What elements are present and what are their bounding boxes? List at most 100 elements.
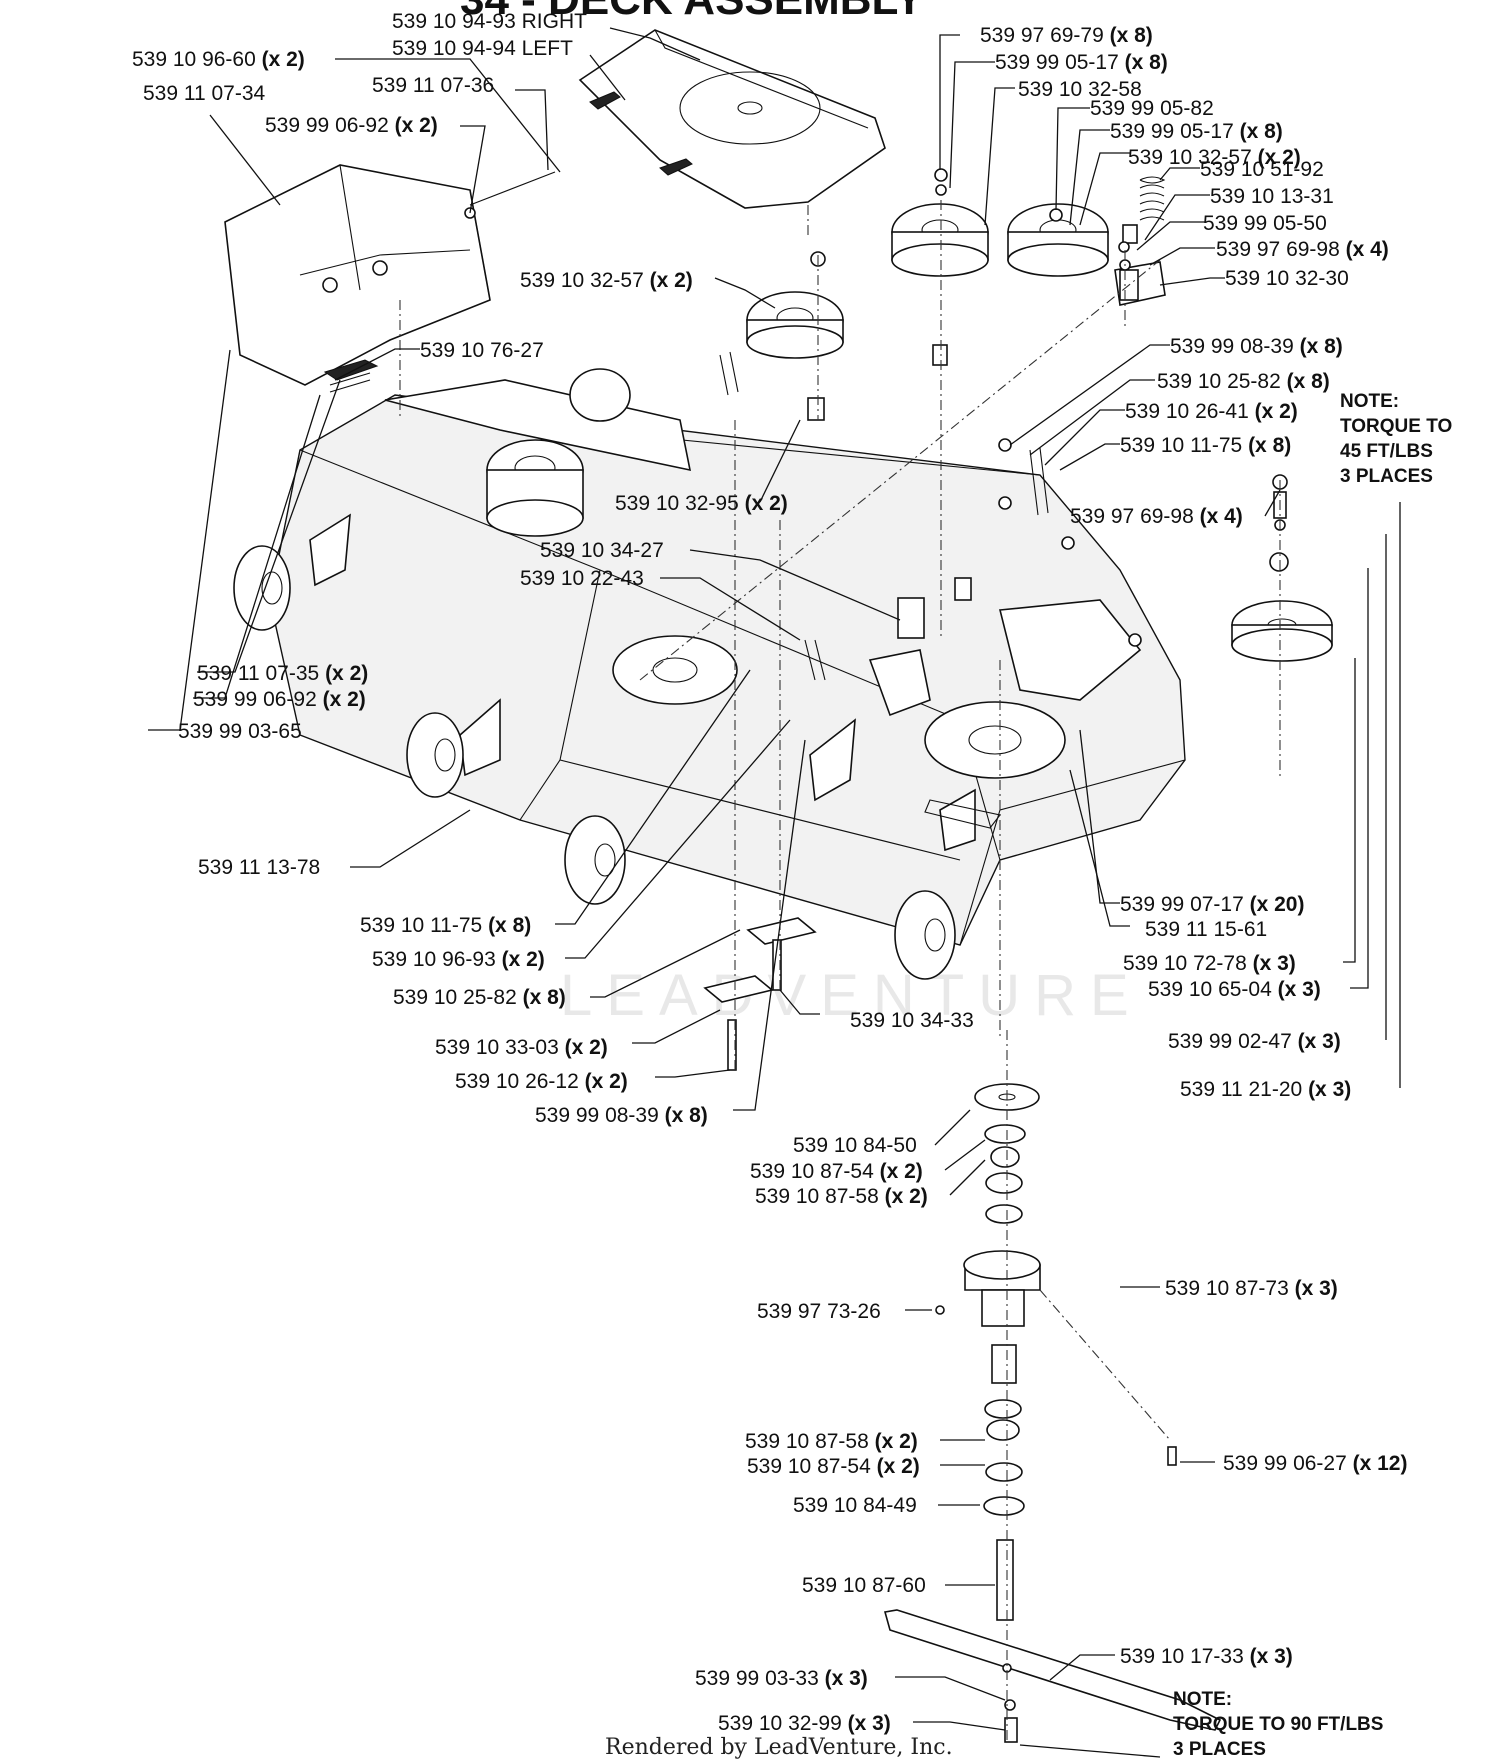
part-number: 539 10 25-82	[1157, 370, 1287, 393]
part-callout: 539 11 07-35 (x 2)	[197, 662, 368, 685]
part-number: 539 99 08-39	[535, 1104, 665, 1127]
part-quantity: (x 2)	[745, 492, 788, 515]
part-callout: 539 11 07-36	[372, 74, 494, 97]
part-quantity: (x 3)	[1253, 952, 1296, 975]
part-number: 539 10 13-31	[1210, 185, 1334, 208]
part-number: 539 10 22-43	[520, 567, 644, 590]
part-callout: 539 10 25-82 (x 8)	[1157, 370, 1330, 393]
leader-lines	[148, 27, 1401, 1758]
part-quantity: (x 2)	[565, 1036, 608, 1059]
part-quantity: (x 2)	[880, 1160, 923, 1183]
part-number: 539 10 87-58	[755, 1185, 885, 1208]
part-number: 539 97 73-26	[757, 1300, 881, 1323]
note-2-line-2: TORQUE TO 90 FT/LBS	[1173, 1714, 1383, 1735]
part-number: 539 10 32-99	[718, 1712, 848, 1735]
part-number: 539 99 03-33	[695, 1667, 825, 1690]
note-torque-90: NOTE: TORQUE TO 90 FT/LBS 3 PLACES	[1173, 1689, 1383, 1760]
artwork	[224, 29, 1333, 1743]
part-callout: 539 10 32-58	[1018, 78, 1142, 101]
part-number: 539 10 11-75	[1120, 434, 1248, 457]
note-1-line-4: 3 PLACES	[1340, 466, 1433, 487]
part-callout: 539 10 33-03 (x 2)	[435, 1036, 608, 1059]
part-number: 539 10 87-60	[802, 1574, 926, 1597]
part-callout: 539 10 96-93 (x 2)	[372, 948, 545, 971]
part-number: 539 10 84-49	[793, 1494, 917, 1517]
part-number: 539 10 87-58	[745, 1430, 875, 1453]
spindle-stack	[935, 1083, 1177, 1621]
part-callout: 539 10 22-43	[520, 567, 644, 590]
part-number: 539 10 94-94 LEFT	[392, 37, 573, 60]
part-callout: 539 97 73-26	[757, 1300, 881, 1323]
part-callout: 539 10 94-93 RIGHT	[392, 10, 587, 33]
part-quantity: (x 3)	[1278, 978, 1321, 1001]
part-callout: 539 99 08-39 (x 8)	[1170, 335, 1343, 358]
part-quantity: (x 3)	[825, 1667, 868, 1690]
part-number: 539 11 21-20	[1180, 1078, 1308, 1101]
part-callout: 539 10 32-57 (x 2)	[520, 269, 693, 292]
spindle-hardware	[807, 168, 1289, 639]
note-1-line-2: TORQUE TO	[1340, 416, 1452, 437]
part-number: 539 99 08-39	[1170, 335, 1300, 358]
part-callout: 539 10 87-60	[802, 1574, 926, 1597]
part-quantity: (x 8)	[1300, 335, 1343, 358]
part-quantity: (x 8)	[1240, 120, 1283, 143]
discharge-chute	[224, 164, 556, 386]
part-number: 539 10 96-93	[372, 948, 502, 971]
footer-credit: Rendered by LeadVenture, Inc.	[605, 1735, 953, 1759]
part-number: 539 99 05-50	[1203, 212, 1327, 235]
part-callout: 539 10 87-54 (x 2)	[750, 1160, 923, 1183]
part-number: 539 10 76-27	[420, 339, 544, 362]
note-1-line-1: NOTE:	[1340, 391, 1399, 412]
part-callout: 539 99 02-47 (x 3)	[1168, 1030, 1341, 1053]
part-number: 539 10 72-78	[1123, 952, 1253, 975]
part-callout: 539 10 26-12 (x 2)	[455, 1070, 628, 1093]
part-callout: 539 10 32-30	[1225, 267, 1349, 290]
part-callout: 539 99 05-17 (x 8)	[1110, 120, 1283, 143]
part-callout: 539 10 34-27	[540, 539, 664, 562]
part-number: 539 99 05-17	[995, 51, 1125, 74]
part-quantity: (x 2)	[1258, 146, 1301, 169]
part-callout: 539 10 32-99 (x 3)	[718, 1712, 891, 1735]
part-quantity: (x 3)	[1295, 1277, 1338, 1300]
part-number: 539 10 32-57	[520, 269, 650, 292]
part-number: 539 99 06-92	[265, 114, 395, 137]
part-quantity: (x 8)	[1287, 370, 1330, 393]
part-number: 539 99 03-65	[178, 720, 302, 743]
part-number: 539 10 26-12	[455, 1070, 585, 1093]
part-quantity: (x 3)	[1298, 1030, 1341, 1053]
part-callout: 539 11 21-20 (x 3)	[1180, 1078, 1351, 1101]
part-number: 539 97 69-79	[980, 24, 1110, 47]
part-quantity: (x 3)	[1250, 1645, 1293, 1668]
part-callout: 539 99 06-27 (x 12)	[1223, 1452, 1407, 1475]
part-callout: 539 10 84-49	[793, 1494, 917, 1517]
part-number: 539 10 32-58	[1018, 78, 1142, 101]
part-callout: 539 10 32-57 (x 2)	[1128, 146, 1301, 169]
part-callout: 539 10 34-33	[850, 1009, 974, 1032]
part-quantity: (x 2)	[650, 269, 693, 292]
part-number: 539 10 32-95	[615, 492, 745, 515]
part-quantity: (x 8)	[665, 1104, 708, 1127]
part-quantity: (x 2)	[877, 1455, 920, 1478]
part-callout: 539 10 13-31	[1210, 185, 1334, 208]
part-callout: 539 10 51-92	[1200, 158, 1324, 181]
part-number: 539 10 17-33	[1120, 1645, 1250, 1668]
part-number: 539 99 06-92	[193, 688, 323, 711]
note-2-line-3: 3 PLACES	[1173, 1739, 1266, 1759]
part-number: 539 10 26-41	[1125, 400, 1255, 423]
part-number: 539 11 07-36	[372, 74, 494, 97]
part-quantity: (x 4)	[1346, 238, 1389, 261]
part-callout: 539 99 05-50	[1203, 212, 1327, 235]
part-callout: 539 99 08-39 (x 8)	[535, 1104, 708, 1127]
part-number: 539 11 13-78	[198, 856, 320, 879]
part-quantity: (x 2)	[885, 1185, 928, 1208]
part-callout: 539 10 87-58 (x 2)	[755, 1185, 928, 1208]
note-torque-45: NOTE: TORQUE TO 45 FT/LBS 3 PLACES	[1340, 391, 1452, 487]
note-1-line-3: 45 FT/LBS	[1340, 441, 1433, 462]
part-number: 539 97 69-98	[1216, 238, 1346, 261]
mower-blade	[883, 1609, 1222, 1743]
part-number: 539 10 34-33	[850, 1009, 974, 1032]
part-callout: 539 99 03-65	[178, 720, 302, 743]
part-number: 539 99 07-17	[1120, 893, 1250, 916]
watermark: LEADVENTURE	[560, 963, 1143, 1028]
